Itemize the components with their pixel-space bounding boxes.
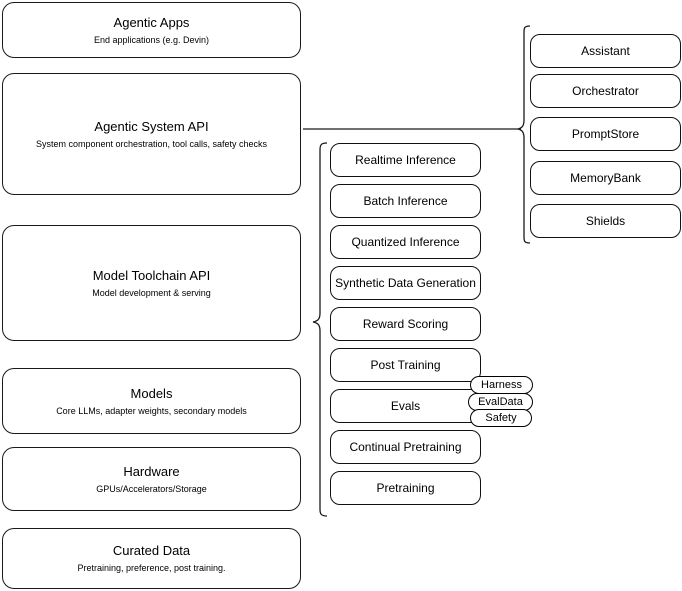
- component-label: PromptStore: [571, 127, 640, 141]
- component-label: Shields: [585, 214, 626, 228]
- layer-title: Curated Data: [112, 543, 191, 558]
- eval-pill-label: EvalData: [478, 396, 523, 408]
- component-memorybank[interactable]: MemoryBank: [530, 161, 681, 195]
- capability-synthetic-data-generation[interactable]: Synthetic Data Generation: [330, 266, 481, 300]
- capability-label: Synthetic Data Generation: [335, 276, 476, 290]
- capability-label: Realtime Inference: [355, 153, 456, 167]
- layer-title: Agentic System API: [94, 118, 209, 134]
- capability-label: Quantized Inference: [351, 235, 460, 249]
- layer-model-toolchain-api[interactable]: Model Toolchain API Model development & …: [2, 225, 301, 341]
- layer-title: Agentic Apps: [113, 14, 190, 30]
- component-orchestrator[interactable]: Orchestrator: [530, 74, 681, 108]
- curly-brace-system-components: [517, 25, 531, 244]
- layer-subtitle: Model development & serving: [92, 287, 211, 298]
- curly-brace-toolchain: [312, 142, 328, 517]
- component-assistant[interactable]: Assistant: [530, 34, 681, 68]
- capability-label: Reward Scoring: [362, 317, 449, 331]
- layer-subtitle: End applications (e.g. Devin): [93, 34, 210, 45]
- component-promptstore[interactable]: PromptStore: [530, 117, 681, 151]
- capability-label: Pretraining: [376, 481, 435, 495]
- capability-pretraining[interactable]: Pretraining: [330, 471, 481, 505]
- layer-models[interactable]: Models Core LLMs, adapter weights, secon…: [2, 368, 301, 434]
- capability-post-training[interactable]: Post Training: [330, 348, 481, 382]
- capability-evals[interactable]: Evals: [330, 389, 481, 423]
- layer-title: Hardware: [123, 463, 180, 479]
- capability-realtime-inference[interactable]: Realtime Inference: [330, 143, 481, 177]
- capability-continual-pretraining[interactable]: Continual Pretraining: [330, 430, 481, 464]
- layer-agentic-system-api[interactable]: Agentic System API System component orch…: [2, 73, 301, 195]
- component-label: Assistant: [581, 44, 630, 58]
- capability-label: Batch Inference: [363, 194, 448, 208]
- capability-reward-scoring[interactable]: Reward Scoring: [330, 307, 481, 341]
- layer-subtitle: GPUs/Accelerators/Storage: [96, 483, 207, 494]
- component-label: MemoryBank: [570, 171, 641, 185]
- layer-subtitle: System component orchestration, tool cal…: [35, 138, 268, 149]
- capability-label: Evals: [390, 399, 421, 413]
- layer-curated-data[interactable]: Curated Data Pretraining, preference, po…: [2, 528, 301, 589]
- layer-subtitle: Pretraining, preference, post training.: [77, 563, 226, 573]
- layer-title: Model Toolchain API: [92, 267, 211, 283]
- component-label: Orchestrator: [572, 84, 639, 98]
- eval-pill-harness[interactable]: Harness: [470, 376, 533, 394]
- layer-agentic-apps[interactable]: Agentic Apps End applications (e.g. Devi…: [2, 2, 301, 58]
- capability-quantized-inference[interactable]: Quantized Inference: [330, 225, 481, 259]
- capability-label: Continual Pretraining: [349, 440, 462, 454]
- eval-pill-label: Harness: [481, 379, 522, 391]
- eval-pill-safety[interactable]: Safety: [470, 409, 532, 427]
- layer-subtitle: Core LLMs, adapter weights, secondary mo…: [56, 405, 247, 416]
- layer-title: Models: [130, 385, 173, 401]
- layer-hardware[interactable]: Hardware GPUs/Accelerators/Storage: [2, 447, 301, 511]
- capability-batch-inference[interactable]: Batch Inference: [330, 184, 481, 218]
- capability-label: Post Training: [370, 358, 441, 372]
- component-shields[interactable]: Shields: [530, 204, 681, 238]
- eval-pill-label: Safety: [485, 412, 517, 424]
